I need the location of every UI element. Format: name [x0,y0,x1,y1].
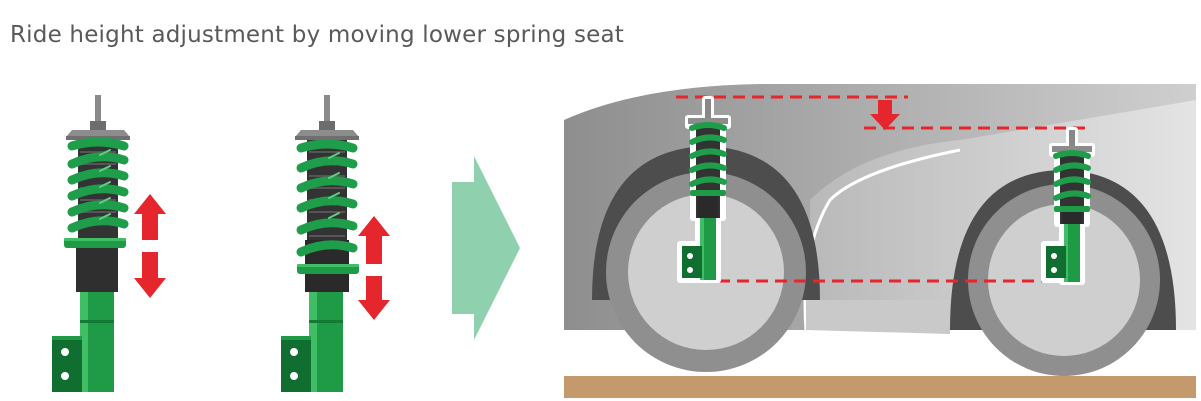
down-arrow-icon [870,100,900,130]
ground [564,376,1196,398]
reference-lines [676,95,1090,283]
coilover-front-installed [1041,127,1095,285]
coilover-standard [52,95,130,392]
coilover-adjusted [281,95,359,392]
up-down-arrow-icon [358,216,390,320]
page-title: Ride height adjustment by moving lower s… [10,22,625,48]
next-step-arrow-icon [452,156,520,340]
up-down-arrow-icon [134,194,166,298]
coilover-rear-installed [677,96,731,283]
car-side-view [564,84,1196,398]
